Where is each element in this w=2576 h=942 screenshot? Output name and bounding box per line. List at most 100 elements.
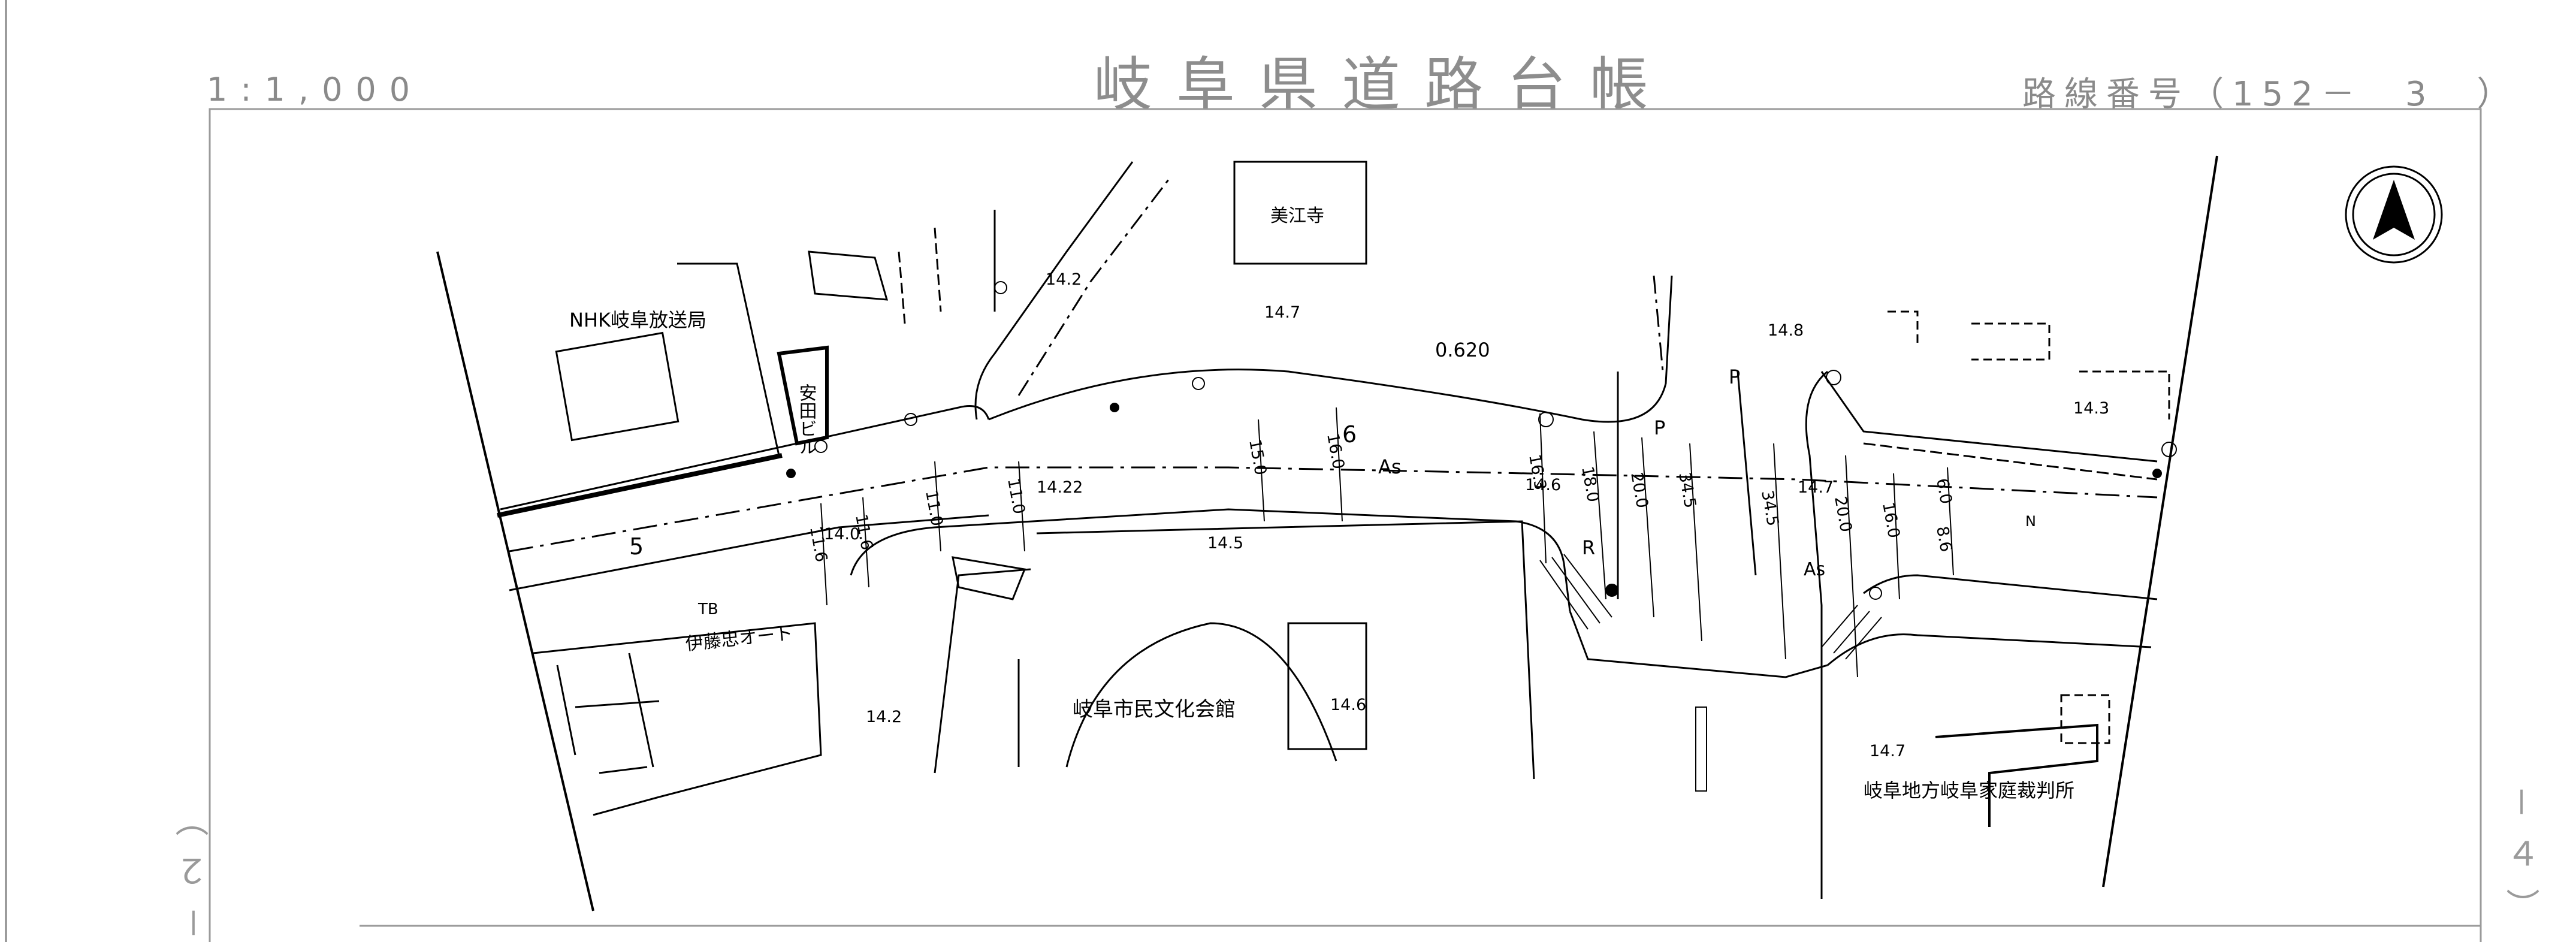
elevation-label: 14.2 — [1046, 270, 1082, 289]
side-road-edge-left — [974, 161, 1134, 420]
road-furniture — [786, 281, 2177, 792]
utility-symbol-2 — [904, 413, 917, 426]
dim-line-13 — [1893, 473, 1900, 600]
mark-p-2: P — [1729, 366, 1740, 388]
yasuda-building — [777, 345, 829, 446]
road-south-edge-far-2 — [1827, 633, 2152, 666]
cut-lines — [436, 155, 2218, 911]
utility-symbol-5 — [1538, 412, 1554, 427]
width-label: 11.0 — [1004, 477, 1028, 516]
civic-hall-entry — [952, 556, 1026, 600]
utility-symbol-7 — [2161, 442, 2177, 457]
width-label: 11.6 — [851, 513, 876, 552]
elevation-label: 14.5 — [1207, 534, 1243, 552]
width-label: 8.6 — [1932, 525, 1955, 554]
civic-hall-wall — [934, 568, 1031, 774]
side-road-dash-2 — [898, 251, 906, 324]
dim-line-7 — [1539, 413, 1547, 564]
width-label: 11.0 — [922, 489, 946, 528]
elevation-label: 14.6 — [1330, 696, 1366, 714]
road-south-edge-west — [509, 514, 989, 591]
court-annex — [2060, 694, 2110, 744]
road-north-edge-west — [500, 405, 990, 511]
dim-line-9 — [1641, 437, 1654, 618]
nhk-building — [555, 331, 680, 442]
width-label: 34.5 — [1757, 489, 1782, 528]
elevation-label: 14.22 — [1037, 478, 1083, 497]
road-north-edge-east — [988, 275, 1673, 423]
dim-line-8 — [1593, 431, 1606, 600]
mark-r: R — [1582, 536, 1595, 559]
ito-plot — [533, 622, 822, 816]
elevation-label: 14.0 — [824, 525, 860, 544]
route-number: 路線番号（152－ 3 ） — [2022, 75, 2519, 114]
north-arrow-icon — [2345, 165, 2443, 264]
utility-symbol-6 — [1826, 370, 1841, 385]
dim-line-12 — [1845, 455, 1858, 678]
width-label: 6.0 — [1932, 477, 1955, 506]
page-title: 岐阜県道路台帳 — [1094, 51, 1673, 119]
dim-line-11 — [1773, 443, 1786, 660]
elevation-label: 14.7 — [1264, 303, 1300, 322]
cut-line-right — [2102, 155, 2218, 887]
buildings — [497, 161, 2170, 827]
road-south-edge-far — [1863, 574, 2158, 600]
dim-line-4 — [1018, 461, 1025, 552]
side-road-dash-1 — [934, 227, 942, 312]
pavement-as-2: As — [1804, 559, 1825, 580]
pole-marker — [1695, 707, 1707, 792]
plot-dashed-2 — [1888, 310, 1919, 348]
distance-mark: 0.620 — [1435, 339, 1490, 361]
dim-line-3 — [934, 461, 941, 552]
nhk-boundary — [677, 262, 780, 456]
road-bend-2 — [1737, 371, 1757, 576]
map-scale: 1:1,000 — [207, 71, 424, 108]
civic-hall-dome — [1065, 622, 1337, 768]
map-frame — [209, 108, 2482, 942]
width-label: 18.0 — [1578, 465, 1602, 504]
utility-symbol-9 — [1605, 584, 1618, 597]
place-ito: 伊藤忠オート — [684, 623, 794, 655]
nhk-frontage — [497, 453, 783, 518]
side-road-centre — [1017, 179, 1170, 396]
mark-n: N — [2025, 513, 2036, 530]
crosswalk-east — [1821, 605, 1882, 660]
section-number-6: 6 — [1342, 421, 1357, 448]
utility-symbol-8 — [1869, 587, 1882, 600]
main-road — [500, 275, 2158, 899]
road-north-dash-far — [1863, 442, 2158, 481]
elevation-label: 14.7 — [1798, 478, 1834, 497]
cut-line-left — [436, 251, 594, 911]
elevation-label: 14.8 — [1768, 321, 1804, 340]
plot-dashed-3 — [2079, 370, 2170, 419]
elevation-label: 14.6 — [1525, 476, 1561, 494]
road-east-curb-1 — [1805, 370, 1828, 899]
ito-subplots — [556, 653, 660, 774]
dim-line-6 — [1336, 407, 1343, 522]
elevation-label: 14.2 — [866, 708, 902, 726]
court-building — [1935, 723, 2098, 827]
width-label: 15.0 — [1245, 438, 1270, 477]
utility-symbol-4 — [1192, 377, 1205, 390]
side-label-right: －４） — [2500, 785, 2539, 940]
road-centre-line — [509, 466, 2158, 552]
dim-line-2 — [862, 497, 869, 588]
mark-p-1: P — [1654, 416, 1665, 439]
section-number-5: 5 — [629, 533, 644, 560]
place-court: 岐阜地方岐阜家庭裁判所 — [1864, 779, 2074, 802]
place-nhk: NHK岐阜放送局 — [569, 309, 706, 331]
utility-symbol-10 — [786, 469, 796, 478]
dim-line-1 — [820, 503, 828, 606]
crosswalk-west — [1539, 554, 1612, 630]
utility-symbol-1 — [814, 440, 828, 453]
mark-tb: TB — [697, 600, 718, 618]
dim-line-10 — [1689, 443, 1702, 642]
plot-dashed-1 — [1971, 322, 2050, 361]
utility-symbol-3 — [994, 281, 1007, 294]
civic-hall-block — [1036, 520, 1535, 780]
width-label: 16.0 — [1879, 501, 1903, 540]
road-centre-north — [1653, 275, 1664, 372]
utility-symbol-12 — [2152, 469, 2162, 478]
place-yasuda: 安田ビル — [796, 384, 817, 455]
